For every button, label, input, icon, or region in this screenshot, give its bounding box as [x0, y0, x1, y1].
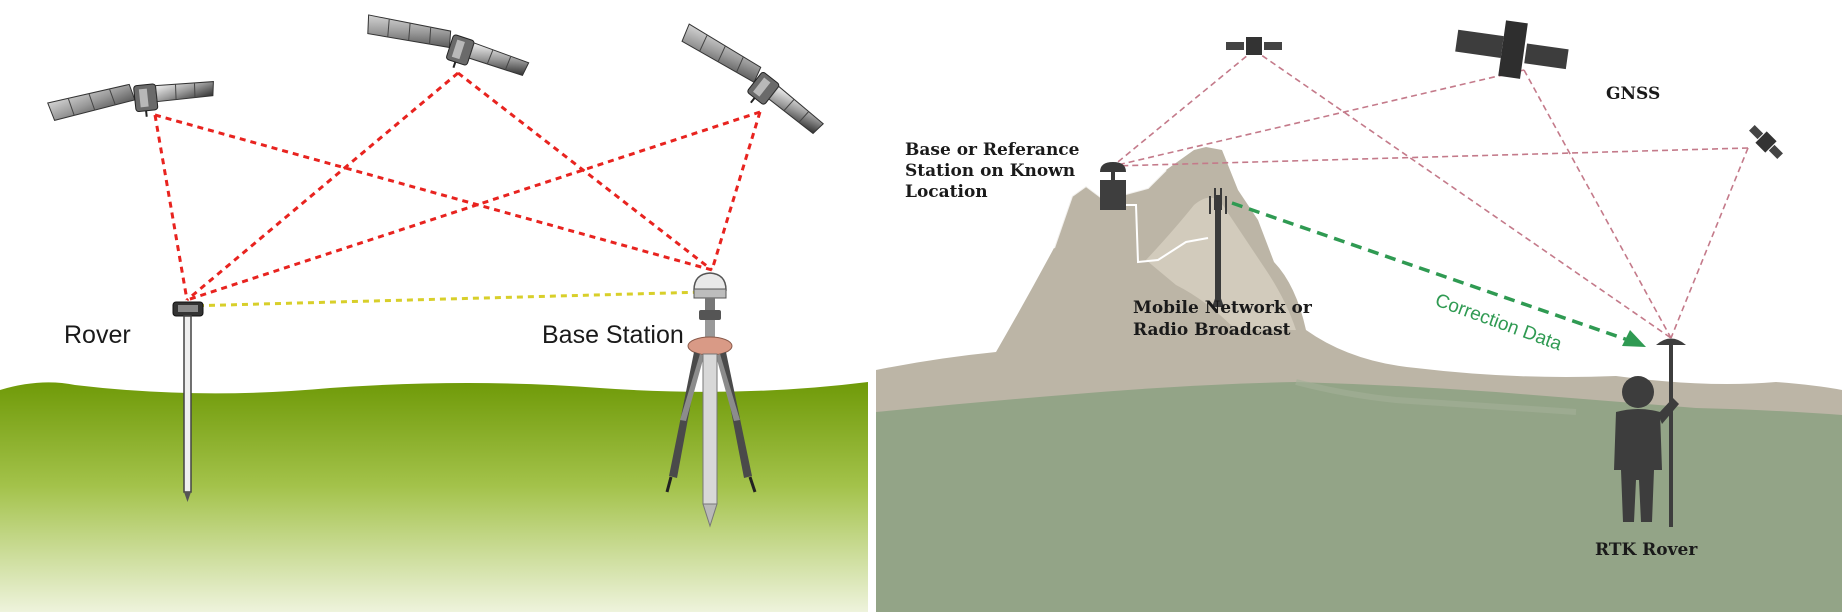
- base-station-tripod-icon: [665, 272, 757, 528]
- base-station-label: Base Station: [542, 321, 684, 349]
- mobile-network-label: Mobile Network or Radio Broadcast: [1133, 298, 1318, 340]
- rover-base-baseline: [186, 290, 707, 308]
- satellite-icon: [673, 15, 828, 147]
- satellite-signal-lines: [153, 71, 762, 302]
- satellite-icon: [360, 4, 532, 91]
- satellite-icon: [1226, 37, 1282, 55]
- rover-pole-icon: [172, 301, 204, 502]
- right-diagram-panel: Base or Referance Station on Known Locat…: [876, 0, 1842, 612]
- ground: [0, 382, 868, 612]
- satellite-icon: [1455, 20, 1569, 79]
- right-diagram: Base or Referance Station on Known Locat…: [876, 20, 1842, 612]
- left-diagram: Rover Base Station: [0, 4, 868, 612]
- rtk-rover-label: RTK Rover: [1595, 540, 1698, 560]
- ground: [876, 382, 1842, 612]
- radio-tower-icon: [1209, 188, 1227, 307]
- correction-data-arrow: [1231, 201, 1629, 342]
- correction-data-label: Correction Data: [1432, 290, 1565, 355]
- satellite-icon: [1749, 125, 1783, 159]
- reference-station-label: Base or Referance Station on Known Locat…: [905, 140, 1085, 202]
- satellite-icon: [45, 74, 218, 128]
- gnss-signal-lines: [1112, 49, 1749, 339]
- left-diagram-panel: Rover Base Station: [0, 0, 868, 612]
- station-cable: [1126, 204, 1209, 264]
- arrowhead-icon: [1622, 330, 1646, 347]
- rover-label: Rover: [64, 321, 131, 349]
- rtk-rover-person-icon: [1614, 338, 1686, 527]
- gnss-label: GNSS: [1606, 84, 1660, 104]
- reference-station-icon: [1100, 162, 1126, 210]
